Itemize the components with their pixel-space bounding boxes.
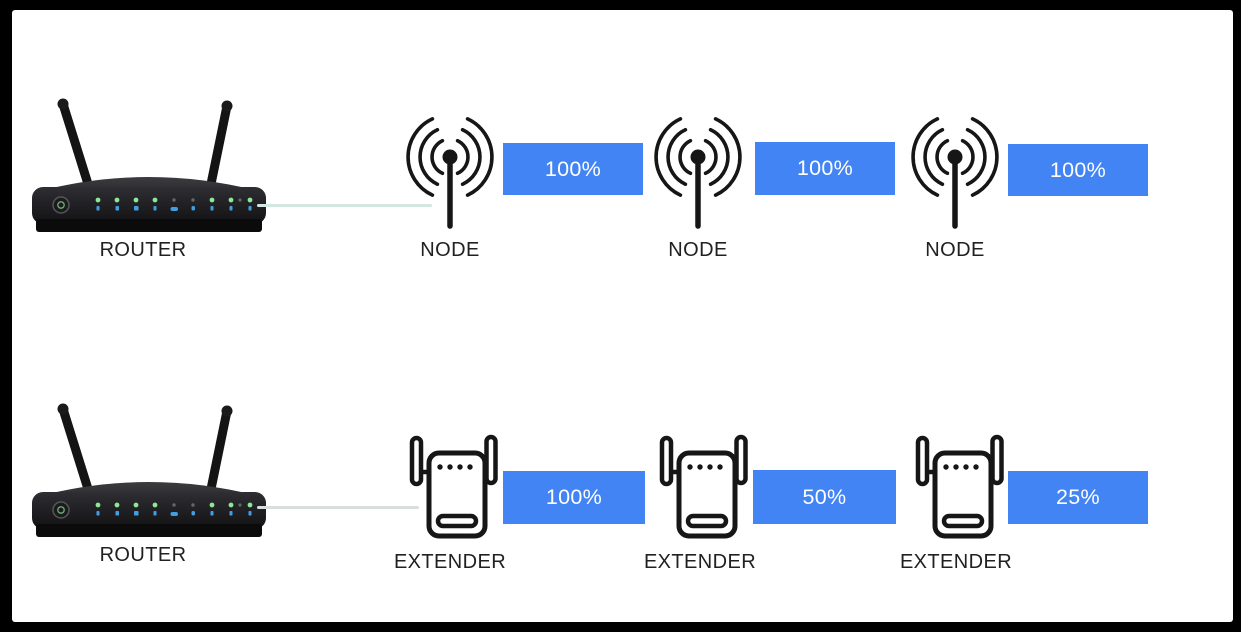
signal-bar: 100%: [503, 471, 645, 524]
extender-icon: [908, 430, 1004, 548]
router-label: ROUTER: [99, 544, 187, 566]
signal-bar: 25%: [1008, 471, 1148, 524]
signal-value: 100%: [544, 156, 602, 181]
signal-bar: 100%: [755, 142, 895, 195]
signal-value: 50%: [802, 484, 847, 509]
signal-value: 100%: [796, 156, 854, 180]
router-label: ROUTER: [99, 239, 187, 261]
node-antenna-icon: [910, 110, 1000, 230]
node-antenna-icon: [405, 110, 495, 230]
node-label: NODE: [420, 239, 480, 261]
signal-bar: 100%: [503, 143, 643, 195]
signal-bar: 50%: [753, 470, 896, 524]
router-icon: [30, 399, 268, 541]
extender-label: EXTENDER: [899, 551, 1013, 573]
extender-icon: [652, 430, 748, 548]
extender-label: EXTENDER: [393, 551, 507, 573]
extender-icon: [402, 430, 498, 548]
signal-value: 100%: [1049, 157, 1107, 182]
signal-bar: 100%: [1008, 144, 1148, 196]
extender-label: EXTENDER: [643, 551, 757, 573]
node-label: NODE: [925, 239, 985, 261]
node-antenna-icon: [653, 110, 743, 230]
signal-value: 100%: [545, 485, 603, 509]
node-label: NODE: [668, 239, 728, 261]
router-to-node-connector-line: [257, 204, 432, 207]
signal-value: 25%: [1056, 485, 1100, 509]
router-to-extender-connector-line: [257, 506, 419, 509]
router-icon: [30, 94, 268, 236]
